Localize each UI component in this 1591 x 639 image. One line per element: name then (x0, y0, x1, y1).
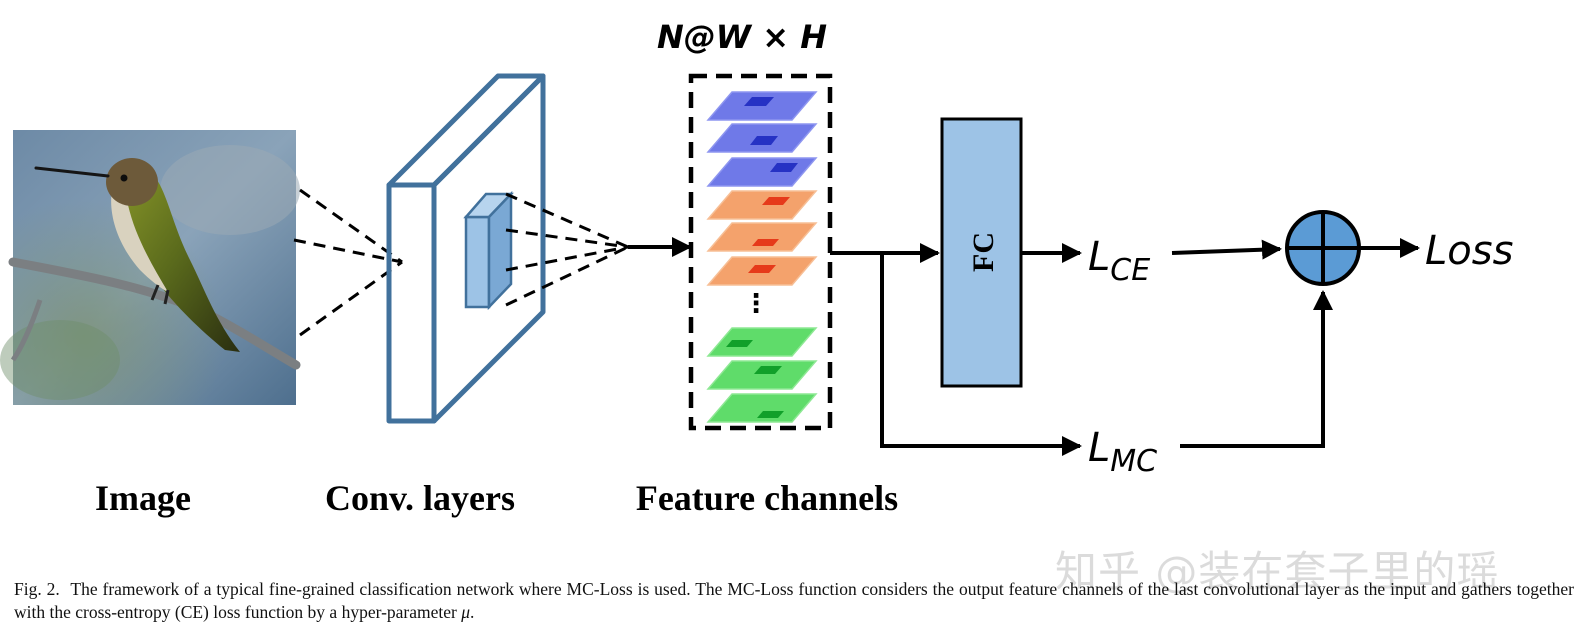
caption-text: The framework of a typical fine-grained … (14, 579, 1574, 622)
feature-channel (706, 123, 818, 153)
caption-end: . (470, 602, 475, 622)
feature-channel (706, 327, 818, 357)
feature-shape-label: N@W × H (657, 18, 827, 56)
feature-channel (706, 222, 818, 252)
l-ce-label: LCE (1088, 234, 1150, 288)
conv-layers-block (386, 73, 546, 424)
stage-label-image: Image (95, 478, 191, 518)
arrow-lce-to-sum (1171, 239, 1282, 260)
stage-label-conv: Conv. layers (325, 478, 515, 518)
figure-caption: Fig. 2. The framework of a typical fine-… (14, 578, 1574, 624)
caption-mu-symbol: μ (461, 602, 471, 622)
feature-channel (706, 256, 818, 286)
fc-layer: FC (940, 117, 1023, 388)
circled-plus-icon (1285, 210, 1361, 286)
conv-kernel (463, 190, 514, 311)
l-mc-label: LMC (1088, 425, 1157, 479)
feature-channel (706, 91, 818, 121)
projection-lines-conv (505, 192, 629, 307)
feature-output-arrows (830, 243, 1082, 456)
caption-fig-number: Fig. 2. (14, 579, 60, 599)
projection-lines-image (293, 188, 403, 337)
feature-channel-stack: ⋮ (706, 91, 818, 423)
feature-channel (706, 190, 818, 220)
watermark: 知乎 @装在套子里的瑶 (1055, 547, 1500, 596)
input-image (0, 130, 301, 405)
loss-label: Loss (1425, 228, 1513, 274)
feature-channel (706, 360, 818, 390)
feature-channel (706, 393, 818, 423)
channel-ellipsis: ⋮ (743, 289, 769, 319)
feature-channel (706, 157, 818, 187)
fc-label: FC (967, 232, 1000, 272)
stage-label-features: Feature channels (636, 478, 898, 518)
arrow-lmc-to-sum (1180, 290, 1333, 448)
